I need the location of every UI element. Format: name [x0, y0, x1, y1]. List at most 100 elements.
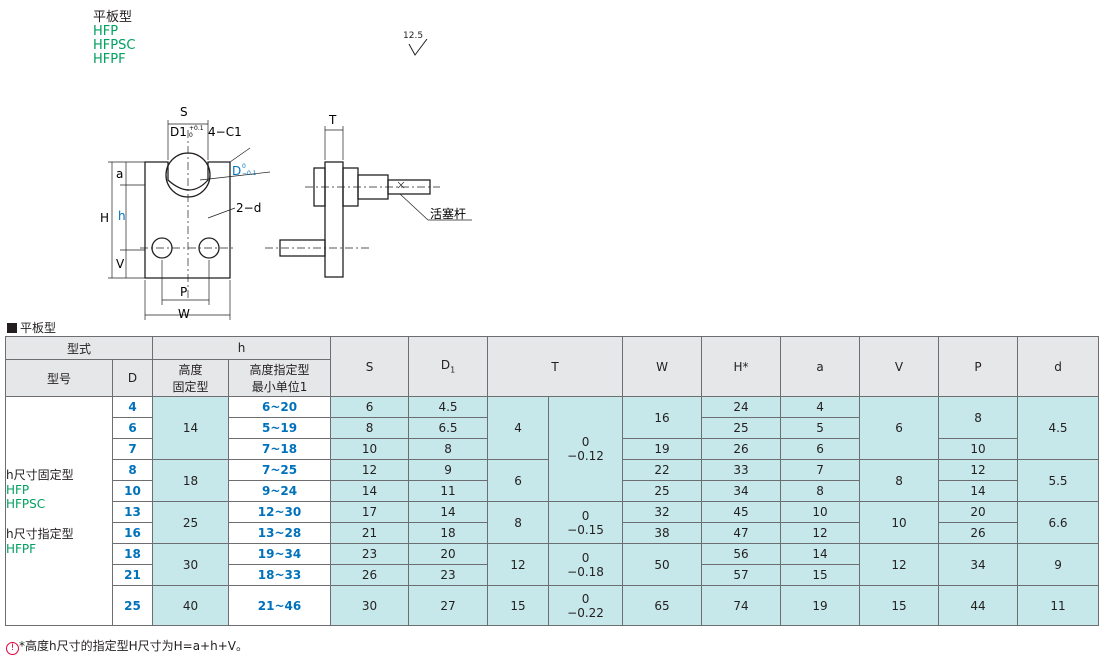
- cell-h-fixed: 40: [152, 585, 230, 626]
- label-D-tol-upper: 0: [242, 163, 246, 170]
- roughness-value: 12.5: [403, 31, 424, 41]
- cell-W: 22: [622, 459, 703, 481]
- tol-upper: 0: [581, 435, 590, 449]
- cell-H: 33: [701, 459, 782, 481]
- cell-D1: 27: [408, 585, 489, 626]
- cell-H: 24: [701, 396, 782, 418]
- cell-V: 8: [859, 459, 940, 502]
- cell-P: 8: [938, 396, 1019, 439]
- cell-D: 10: [111, 480, 154, 502]
- cell-D1: 9: [408, 459, 489, 481]
- cell-S: 23: [330, 543, 410, 565]
- cell-D1: 14: [408, 501, 489, 523]
- cell-V: 6: [859, 396, 940, 460]
- cell-W: 32: [622, 501, 703, 523]
- cell-h-range: 9~24: [228, 480, 332, 502]
- cell-S: 8: [330, 417, 410, 439]
- cell-D: 25: [111, 585, 154, 626]
- cell-d: 4.5: [1017, 396, 1100, 460]
- cell-h-range: 12~30: [228, 501, 332, 523]
- cell-S: 26: [330, 564, 410, 586]
- cell-P: 14: [938, 480, 1019, 502]
- cell-D1: 4.5: [408, 396, 489, 418]
- header-model: 型号: [5, 359, 113, 397]
- label-hfpsc: HFPSC: [6, 497, 46, 511]
- cell-a: 12: [780, 522, 861, 544]
- cell-d: 5.5: [1017, 459, 1100, 502]
- cell-W: 65: [622, 585, 703, 626]
- cell-D1: 11: [408, 480, 489, 502]
- product-header: 平板型 HFP HFPSC HFPF: [93, 11, 135, 67]
- cell-a: 6: [780, 438, 861, 460]
- label-D-tol-lower: −0.1: [242, 170, 257, 177]
- cell-S: 21: [330, 522, 410, 544]
- header-model-type: 型式: [4, 336, 154, 360]
- front-view: [144, 152, 231, 279]
- cell-W: 38: [622, 522, 703, 544]
- cell-a: 8: [780, 480, 861, 502]
- surface-roughness-symbol: 12.5: [403, 31, 428, 56]
- technical-drawing: S D1 +0.1 0 4−C1 D 0 −0.1 a h H V 2−d P …: [100, 105, 472, 320]
- label-h: h: [118, 209, 126, 223]
- cell-D: 7: [111, 438, 154, 460]
- cell-H: 45: [701, 501, 782, 523]
- header-S: S: [330, 336, 410, 397]
- header-D: D: [111, 359, 154, 397]
- tol-lower: −0.22: [567, 605, 604, 620]
- section-title: 平板型: [7, 319, 56, 336]
- header-h-spec: 高度指定型 最小单位1: [228, 359, 332, 397]
- cell-T-tol: 0−0.18: [548, 543, 624, 586]
- header-W: W: [622, 336, 703, 397]
- cell-h-fixed: 25: [152, 501, 230, 544]
- cell-h-range: 7~25: [228, 459, 332, 481]
- cell-W: 50: [622, 543, 703, 586]
- label-D1: D1: [170, 125, 187, 139]
- cell-d: 6.6: [1017, 501, 1100, 544]
- cell-D: 8: [111, 459, 154, 481]
- cell-S: 30: [330, 585, 410, 626]
- cell-h-range: 18~33: [228, 564, 332, 586]
- cell-V: 10: [859, 501, 940, 544]
- cell-a: 19: [780, 585, 861, 626]
- cell-D1: 8: [408, 438, 489, 460]
- cell-H: 57: [701, 564, 782, 586]
- square-bullet-icon: [7, 323, 17, 333]
- cell-T: 6: [487, 459, 550, 502]
- label-a: a: [116, 167, 123, 181]
- cell-D: 4: [111, 396, 154, 418]
- cell-S: 10: [330, 438, 410, 460]
- tol-upper: 0: [581, 591, 590, 606]
- label-V: V: [116, 257, 125, 271]
- cell-h-range: 19~34: [228, 543, 332, 565]
- cell-H: 74: [701, 585, 782, 626]
- cell-a: 10: [780, 501, 861, 523]
- cell-T-tol: 0−0.12: [548, 396, 624, 502]
- label-h-spec-type: h尺寸指定型: [6, 527, 74, 541]
- header-P: P: [938, 336, 1019, 397]
- cell-a: 14: [780, 543, 861, 565]
- cell-h-range: 5~19: [228, 417, 332, 439]
- code-hfpsc: HFPSC: [93, 38, 136, 53]
- header-T: T: [487, 336, 624, 397]
- roughness-check-icon: [408, 39, 428, 56]
- cell-h-fixed: 30: [152, 543, 230, 586]
- cell-T: 8: [487, 501, 550, 544]
- footnote: !*高度h尺寸的指定型H尺寸为H=a+h+V。: [6, 637, 248, 655]
- cell-P: 10: [938, 438, 1019, 460]
- label-h-fixed-type: h尺寸固定型: [6, 468, 74, 482]
- cell-H: 47: [701, 522, 782, 544]
- label-S: S: [180, 105, 188, 119]
- label-D: D: [232, 164, 241, 178]
- cell-T: 12: [487, 543, 550, 586]
- cell-a: 7: [780, 459, 861, 481]
- code-hfpf: HFPF: [93, 52, 126, 67]
- cell-P: 44: [938, 585, 1019, 626]
- label-piston-rod: 活塞杆: [430, 206, 466, 221]
- cell-S: 17: [330, 501, 410, 523]
- label-D1-tol-upper: +0.1: [189, 125, 204, 132]
- spec-table: 型式 h S D1 T W H* a V P d 型号 D 高度 固定型 高度指…: [4, 336, 1100, 626]
- cell-d: 9: [1017, 543, 1100, 586]
- cell-D1: 6.5: [408, 417, 489, 439]
- cell-D: 6: [111, 417, 154, 439]
- cell-H: 26: [701, 438, 782, 460]
